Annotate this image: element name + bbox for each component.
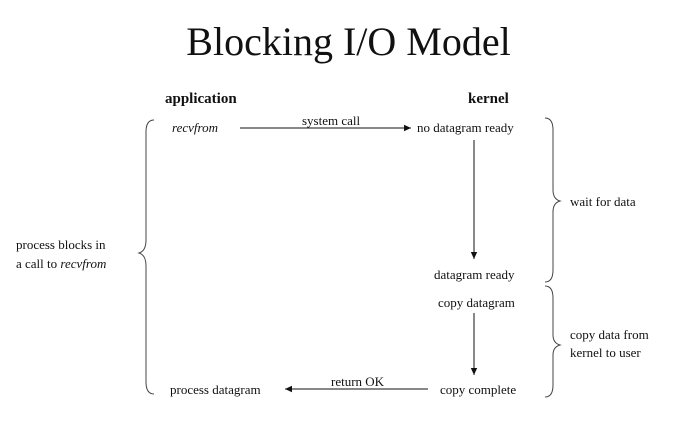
copy-datagram-label: copy datagram bbox=[438, 295, 515, 310]
wait-for-data-label: wait for data bbox=[570, 194, 636, 209]
right-brace-wait bbox=[544, 117, 562, 283]
right-brace-copy bbox=[544, 285, 562, 398]
kernel-header: kernel bbox=[468, 91, 509, 107]
application-header: application bbox=[165, 91, 237, 107]
process-blocks-line2-prefix: a call to bbox=[16, 256, 61, 271]
process-blocks-line2: a call to recvfrom bbox=[16, 257, 106, 270]
copy-data-line2: kernel to user bbox=[570, 345, 641, 360]
system-call-label: system call bbox=[302, 113, 361, 128]
datagram-ready-label: datagram ready bbox=[434, 267, 515, 282]
process-blocks-line2-recvfrom: recvfrom bbox=[60, 256, 107, 271]
return-ok-label: return OK bbox=[331, 374, 385, 389]
copy-complete-label: copy complete bbox=[440, 382, 517, 397]
process-datagram-label: process datagram bbox=[170, 382, 261, 397]
process-blocks-line1: process blocks in bbox=[16, 237, 106, 252]
no-datagram-ready-label: no datagram ready bbox=[417, 120, 514, 135]
diagram-title: Blocking I/O Model bbox=[186, 19, 511, 64]
recvfrom-label: recvfrom bbox=[172, 120, 218, 135]
left-brace bbox=[137, 119, 155, 395]
copy-data-line1: copy data from bbox=[570, 327, 649, 342]
